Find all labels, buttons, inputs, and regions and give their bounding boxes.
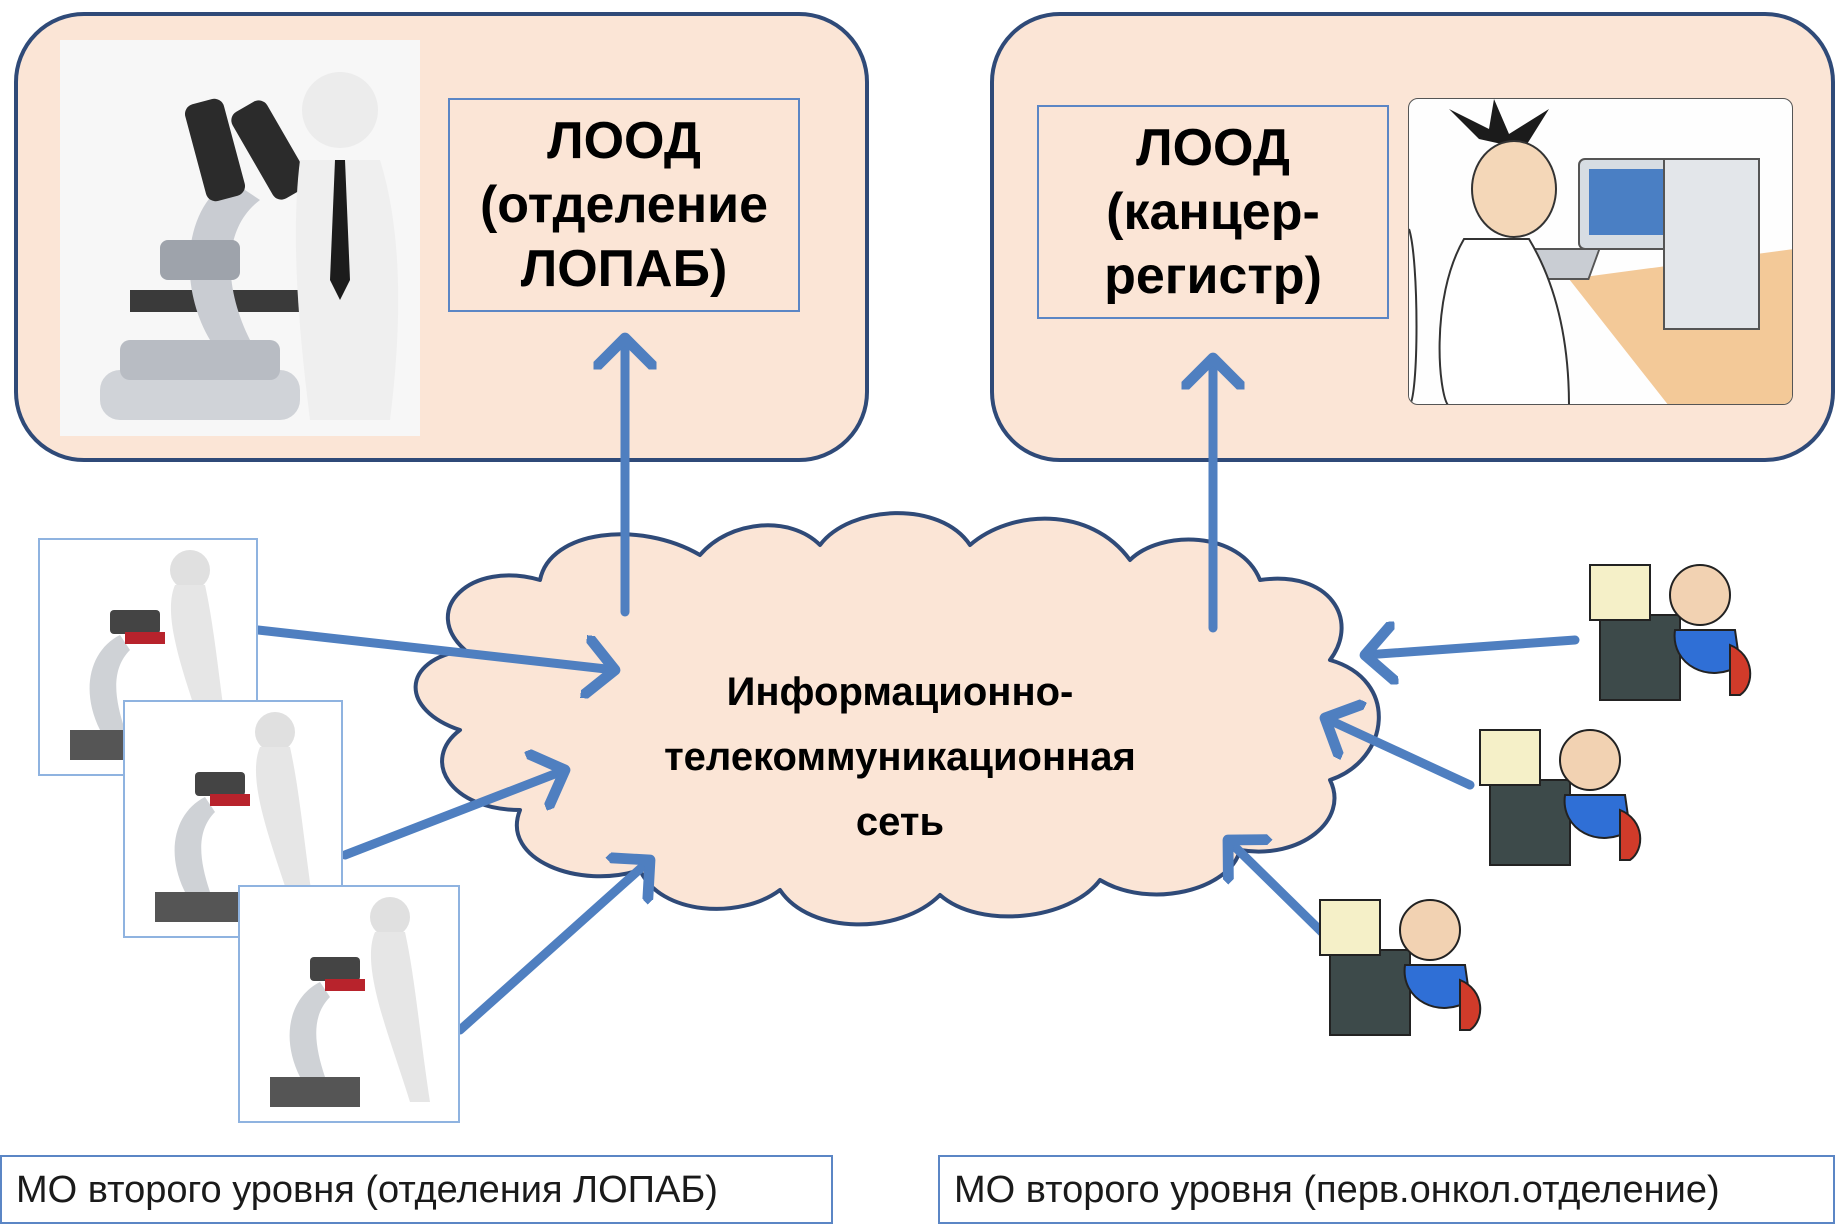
network-label: Информационно- телекоммуникационная сеть [664,670,1136,844]
microscope-figure-icon [123,700,343,938]
caption-oncology-departments: МО второго уровня (перв.онкол.отделение) [938,1155,1835,1224]
computer-operator-icon [1479,729,1642,866]
lood-registry-box: ЛООД (канцер- регистр) [1037,105,1389,319]
microscope-figure-icon [60,40,420,436]
caption-lopab-departments: МО второго уровня (отделения ЛОПАБ) [0,1155,833,1224]
lood-lopab-box: ЛООД (отделение ЛОПАБ) [448,98,800,312]
cloud-icon [413,511,1381,927]
computer-operator-icon [1589,564,1752,701]
lood-lopab-title: ЛООД (отделение ЛОПАБ) [479,112,769,298]
connection-arrows [253,338,1580,1035]
computer-operator-icon [1408,98,1793,405]
lood-registry-title: ЛООД (канцер- регистр) [1104,119,1322,305]
computer-operator-icon [1319,899,1482,1036]
microscope-figure-icon [238,885,460,1123]
